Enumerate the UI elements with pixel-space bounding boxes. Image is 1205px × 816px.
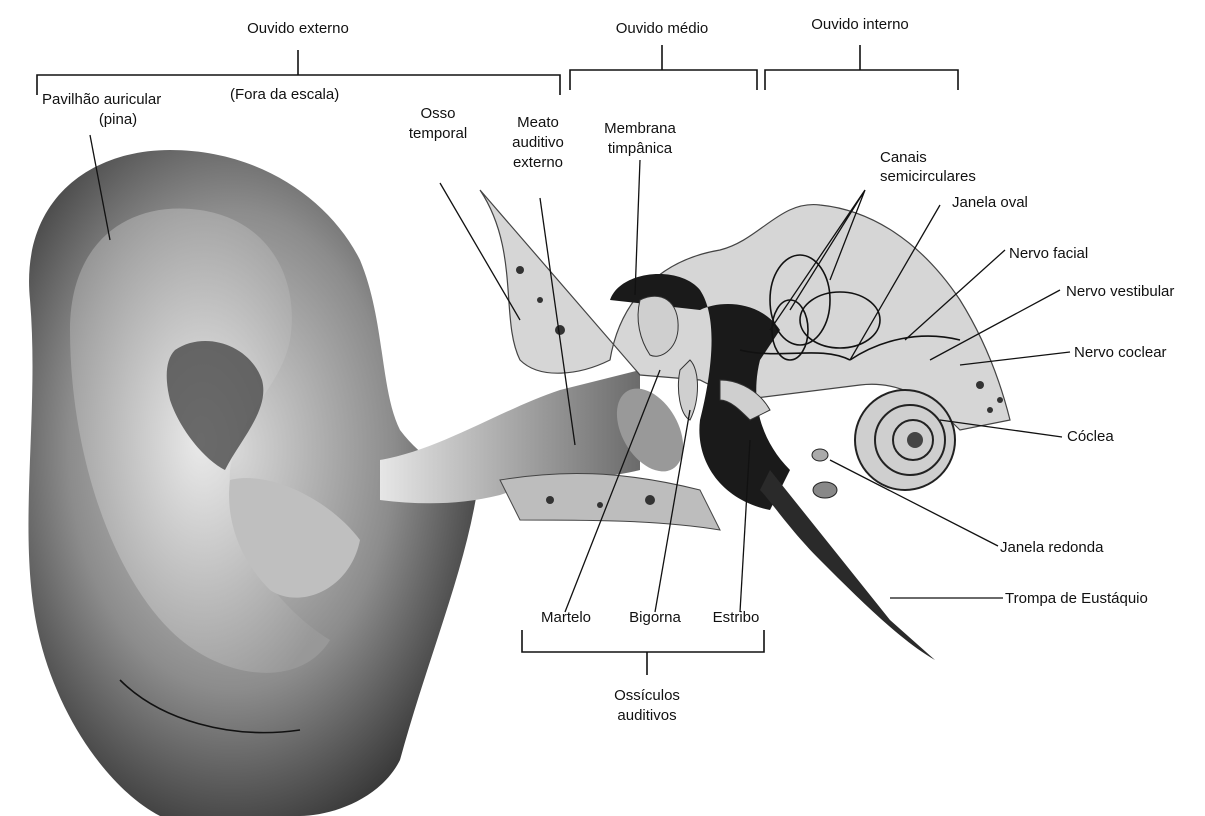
label-out-of-scale: (Fora da escala) (230, 86, 339, 103)
label-meatus-3: externo (513, 154, 563, 171)
label-round-window: Janela redonda (1000, 539, 1104, 556)
label-meatus-2: auditivo (512, 134, 564, 151)
label-tympanic-2: timpânica (608, 140, 673, 157)
label-canals-1: Canais (880, 149, 927, 166)
label-vestibular-nerve: Nervo vestibular (1066, 283, 1174, 300)
label-pinna-1: Pavilhão auricular (42, 91, 161, 108)
label-temporal-2: temporal (409, 125, 467, 142)
label-cochlear-nerve: Nervo coclear (1074, 344, 1167, 361)
label-oval-window: Janela oval (952, 194, 1028, 211)
label-pinna-2: (pina) (99, 111, 137, 128)
label-canals-2: semicirculares (880, 168, 976, 185)
label-ossicles-1: Ossículos (614, 687, 680, 704)
ossicles-bracket (522, 630, 764, 675)
label-outer-ear: Ouvido externo (247, 20, 349, 37)
label-facial-nerve: Nervo facial (1009, 245, 1088, 262)
label-meatus-1: Meato (517, 114, 559, 131)
label-stapes: Estribo (713, 609, 760, 626)
label-middle-ear: Ouvido médio (616, 20, 709, 37)
cochlea-shape (855, 390, 955, 490)
inner-ear-bracket (765, 45, 958, 90)
label-inner-ear: Ouvido interno (811, 16, 909, 33)
label-incus: Bigorna (629, 609, 681, 626)
label-eustachian-tube: Trompa de Eustáquio (1005, 590, 1148, 607)
middle-ear-bracket (570, 45, 757, 90)
label-cochlea: Cóclea (1067, 428, 1114, 445)
eustachian-tube-illustration (760, 470, 935, 660)
leader-tympanic (635, 160, 640, 295)
label-tympanic-1: Membrana (604, 120, 676, 137)
label-ossicles-2: auditivos (617, 707, 676, 724)
label-malleus: Martelo (541, 609, 591, 626)
label-temporal-1: Osso (420, 105, 455, 122)
